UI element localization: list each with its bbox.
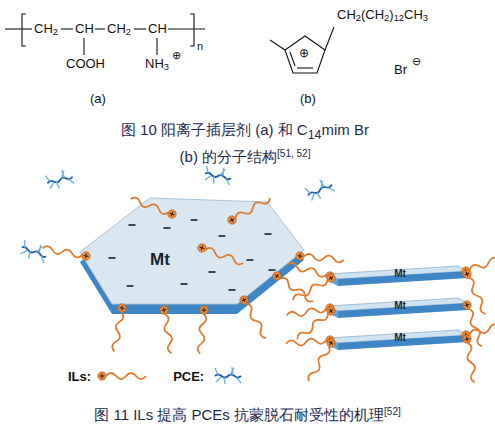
figure-caption: 图 10 阳离子插层剂 (a) 和 C14mim Br (b) 的分子结构[51… <box>120 118 370 169</box>
panel-label: (b) <box>300 92 316 107</box>
formula-group: CH2 <box>107 22 131 37</box>
formula-group: CH <box>75 22 94 37</box>
legend-text: PCE: <box>173 369 204 384</box>
legend-item: PCE: <box>173 367 260 385</box>
formula-group: Br <box>394 63 407 78</box>
platelet-shape <box>72 190 312 325</box>
mineral-label: Mt <box>394 300 406 311</box>
clay-layer: Mt <box>328 298 468 320</box>
figure-caption: 图 11 ILs 提高 PCEs 抗蒙脱石耐受性的机理[52] <box>0 403 495 426</box>
reference-number: [51, 52] <box>277 148 310 159</box>
mineral-label: Mt <box>150 250 170 270</box>
caption-text: 图 10 阳离子插层剂 (a) 和 C14mim Br (b) 的分子结构 <box>121 121 369 165</box>
formula-group: CH2(CH2)12CH3 <box>337 8 428 23</box>
formula-group: COOH <box>66 57 105 72</box>
formula-group: CH2 <box>34 22 58 37</box>
polymer-bonds <box>5 14 205 55</box>
caption-text: 图 11 ILs 提高 PCEs 抗蒙脱石耐受性的机理 <box>94 406 384 423</box>
legend-sample <box>208 367 260 385</box>
legend-item: ILs: <box>68 367 147 385</box>
charge-sign: ⊕ <box>299 47 309 61</box>
clay-platelet: Mt <box>72 190 312 325</box>
panel-label: (a) <box>90 92 106 107</box>
charge-sign: ⊖ <box>412 55 421 68</box>
charge-sign: ⊕ <box>172 49 181 62</box>
formula-group: CH <box>148 22 167 37</box>
reference-number: [52] <box>384 406 401 417</box>
formula-group: NH3 <box>145 57 169 72</box>
imidazolium-ring <box>270 27 334 73</box>
mineral-label: Mt <box>394 268 406 279</box>
legend-text: ILs: <box>68 369 91 384</box>
repeat-index: n <box>197 40 203 53</box>
mineral-label: Mt <box>394 332 406 343</box>
legend-sample <box>95 367 147 385</box>
clay-layer: Mt <box>328 266 468 288</box>
clay-layer: Mt <box>328 330 468 352</box>
legend: ILs: PCE: <box>68 367 260 385</box>
